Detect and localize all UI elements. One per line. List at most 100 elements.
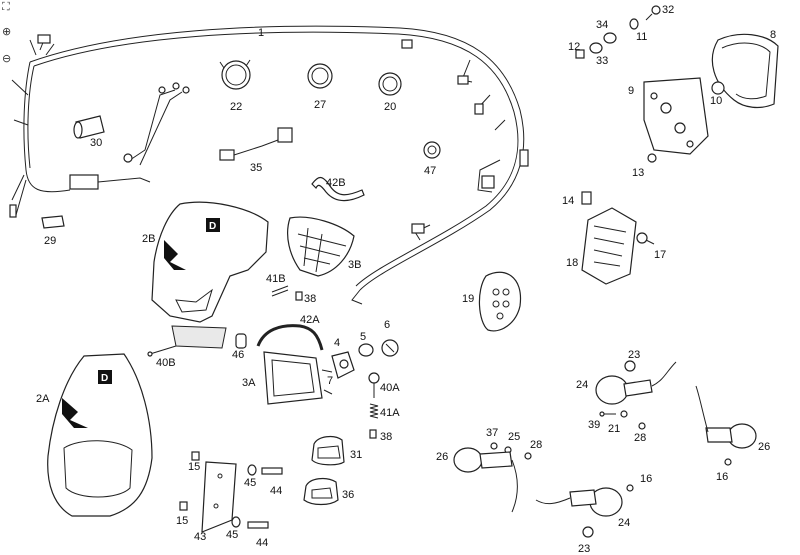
part-31-bracket — [311, 435, 345, 466]
part-2B-upper-fairing: D — [151, 201, 269, 349]
callout-45-lower: 45 — [226, 529, 238, 541]
callout-20: 20 — [384, 101, 396, 113]
callout-26-left: 26 — [436, 451, 448, 463]
callout-43: 43 — [194, 531, 206, 543]
callout-46: 46 — [232, 349, 244, 361]
part-29-fuse — [41, 215, 65, 229]
callout-18: 18 — [566, 257, 578, 269]
callout-6: 6 — [384, 319, 390, 331]
callout-24-upper: 24 — [576, 379, 588, 391]
part-46-grommet — [235, 333, 247, 349]
callout-38-lower: 38 — [380, 431, 392, 443]
callout-12: 12 — [568, 41, 580, 53]
part-37-screw — [490, 442, 498, 450]
callout-16-right: 16 — [716, 471, 728, 483]
part-26-turn-signal-right — [695, 385, 757, 449]
callout-37: 37 — [486, 427, 498, 439]
callout-16-lower: 16 — [640, 473, 652, 485]
callout-2B: 2B — [142, 233, 155, 245]
callout-11: 11 — [636, 31, 647, 43]
callout-27: 27 — [314, 99, 326, 111]
part-45-washer-upper — [247, 464, 257, 476]
callout-23-upper: 23 — [628, 349, 640, 361]
part-30-cap — [73, 115, 105, 139]
part-15-nut-lower — [179, 501, 188, 511]
callout-28-left: 28 — [530, 439, 542, 451]
callout-30: 30 — [90, 137, 102, 149]
callout-15-lower: 15 — [176, 515, 188, 527]
part-42A-bracket — [256, 324, 324, 351]
part-4-bulb-holder — [331, 351, 355, 379]
part-16-screw-right — [724, 458, 732, 466]
callout-41B: 41B — [266, 273, 286, 285]
callout-33: 33 — [596, 55, 608, 67]
part-22-hose-clamp — [219, 59, 251, 90]
part-34-washer — [603, 32, 617, 44]
part-44-bolt-lower — [247, 521, 269, 529]
callout-41A: 41A — [380, 407, 400, 419]
part-38-clip-upper — [295, 291, 303, 301]
callout-44-upper: 44 — [270, 485, 282, 497]
callout-35: 35 — [250, 162, 262, 174]
logo-badge-lower: D — [101, 373, 108, 384]
part-15-nut-upper — [191, 451, 200, 461]
zoom-out-icon[interactable]: ⊖ — [2, 52, 12, 65]
callout-1: 1 — [258, 27, 264, 39]
part-39-screw — [599, 411, 616, 417]
callout-47: 47 — [424, 165, 436, 177]
logo-badge-upper: D — [209, 221, 216, 232]
part-23-bulb-upper — [624, 360, 636, 372]
part-12-nut — [575, 49, 585, 59]
part-28-nut-right — [638, 422, 646, 430]
part-3B-headlamp-housing — [287, 216, 355, 277]
callout-25: 25 — [508, 431, 520, 443]
callout-42A: 42A — [300, 314, 320, 326]
part-40A-screw — [368, 372, 380, 398]
callout-45-upper: 45 — [244, 477, 256, 489]
part-35-cable — [219, 127, 293, 161]
callout-39: 39 — [588, 419, 600, 431]
part-33-washer — [589, 42, 603, 54]
callout-40B: 40B — [156, 357, 176, 369]
callout-34: 34 — [596, 19, 608, 31]
callout-19: 19 — [462, 293, 474, 305]
part-3A-headlamp — [263, 351, 333, 405]
part-16-screw-lower — [626, 484, 634, 492]
part-21-screw — [620, 410, 628, 418]
expand-icon[interactable]: ⛶ — [2, 0, 10, 13]
part-10-bulb — [711, 81, 725, 95]
callout-2A: 2A — [36, 393, 50, 405]
callout-32: 32 — [662, 4, 674, 16]
part-41B-spring — [271, 285, 289, 297]
part-9-tail-lamp-base — [643, 77, 709, 155]
callout-14: 14 — [562, 195, 574, 207]
callout-36: 36 — [342, 489, 354, 501]
part-17-screw — [636, 232, 655, 245]
callout-44-lower: 44 — [256, 537, 268, 549]
part-45-washer-lower — [231, 516, 241, 528]
part-24-turn-signal-lower — [535, 487, 623, 517]
part-40B-screw — [147, 345, 177, 357]
part-42B-hose — [311, 176, 365, 202]
part-24-turn-signal-upper — [595, 361, 677, 405]
part-41A-spring — [369, 403, 379, 419]
callout-29: 29 — [44, 235, 56, 247]
callout-38-upper: 38 — [304, 293, 316, 305]
callout-5: 5 — [360, 331, 366, 343]
callout-15-upper: 15 — [188, 461, 200, 473]
callout-9: 9 — [628, 85, 634, 97]
callout-31: 31 — [350, 449, 362, 461]
part-20-hose-clamp — [378, 72, 402, 96]
part-36-bracket — [303, 477, 339, 506]
part-11-nut — [629, 18, 639, 30]
callout-8: 8 — [770, 29, 776, 41]
callout-22: 22 — [230, 101, 242, 113]
zoom-in-icon[interactable]: ⊕ — [2, 25, 12, 38]
callout-24-lower: 24 — [618, 517, 630, 529]
part-5-ring — [358, 343, 374, 357]
callout-42B: 42B — [326, 177, 346, 189]
part-23-bulb-lower — [582, 526, 594, 538]
callout-40A: 40A — [380, 382, 400, 394]
callout-23-lower: 23 — [578, 543, 590, 555]
